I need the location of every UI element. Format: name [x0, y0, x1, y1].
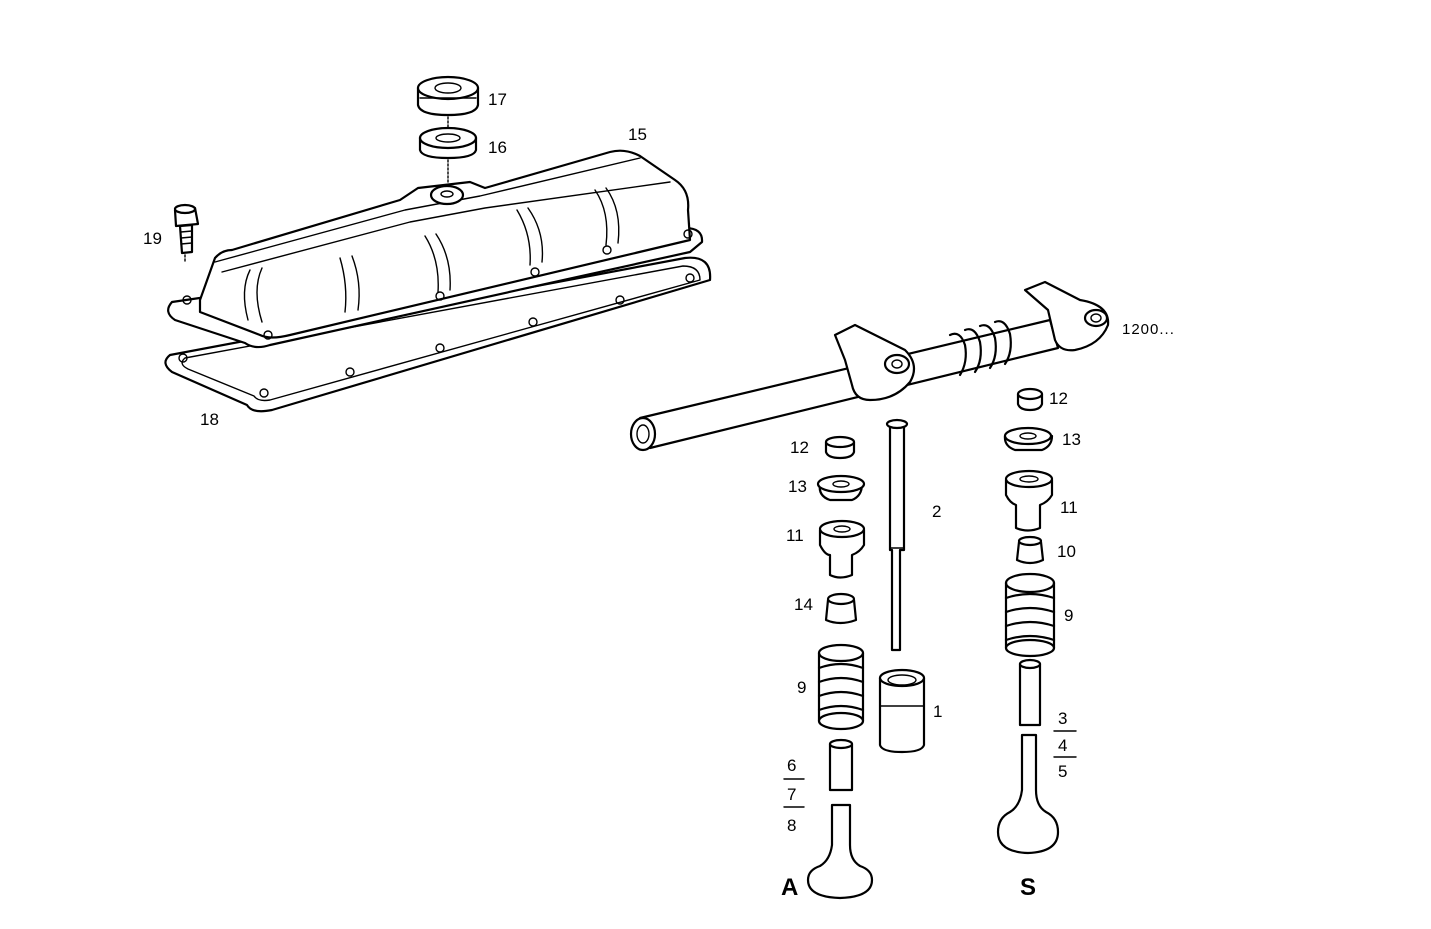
callout-16: 16 — [488, 138, 507, 157]
callout-12-a: 12 — [790, 438, 809, 457]
callout-1200: 1200... — [1122, 321, 1175, 338]
rocker-cover — [167, 149, 704, 349]
valve-stack-a — [806, 435, 874, 900]
callout-12-s: 12 — [1049, 389, 1068, 408]
callout-s: S — [1020, 874, 1036, 901]
callout-11-a: 11 — [786, 526, 804, 545]
valve-stack-s — [996, 387, 1060, 855]
cover-gasket — [164, 256, 712, 413]
filler-cap — [416, 75, 480, 129]
pushrod-and-tappet — [878, 418, 926, 754]
callout-11-s: 11 — [1060, 498, 1078, 517]
rocker-shaft-assembly — [629, 280, 1110, 452]
callout-9-a: 9 — [797, 678, 806, 697]
callout-3: 3 — [1058, 709, 1067, 728]
callout-17: 17 — [488, 90, 507, 109]
callout-a: A — [781, 874, 798, 901]
callout-19: 19 — [143, 229, 162, 248]
callout-7: 7 — [787, 785, 796, 804]
callout-13-a: 13 — [788, 477, 807, 496]
callout-labels: 17 16 15 19 18 1200... 12 13 11 14 9 6 7… — [143, 90, 1175, 901]
callout-15: 15 — [628, 125, 647, 144]
callout-9-s: 9 — [1064, 606, 1073, 625]
callout-8: 8 — [787, 816, 796, 835]
callout-18: 18 — [200, 410, 219, 429]
callout-4: 4 — [1058, 736, 1067, 755]
rocker-cover-assembly — [164, 75, 712, 413]
callout-5: 5 — [1058, 762, 1067, 781]
callout-1: 1 — [933, 702, 942, 721]
callout-10: 10 — [1057, 542, 1076, 561]
callout-6: 6 — [787, 756, 796, 775]
callout-14: 14 — [794, 595, 813, 614]
callout-13-s: 13 — [1062, 430, 1081, 449]
cover-bolt — [173, 203, 200, 263]
filler-filter — [418, 126, 478, 183]
callout-2: 2 — [932, 502, 941, 521]
